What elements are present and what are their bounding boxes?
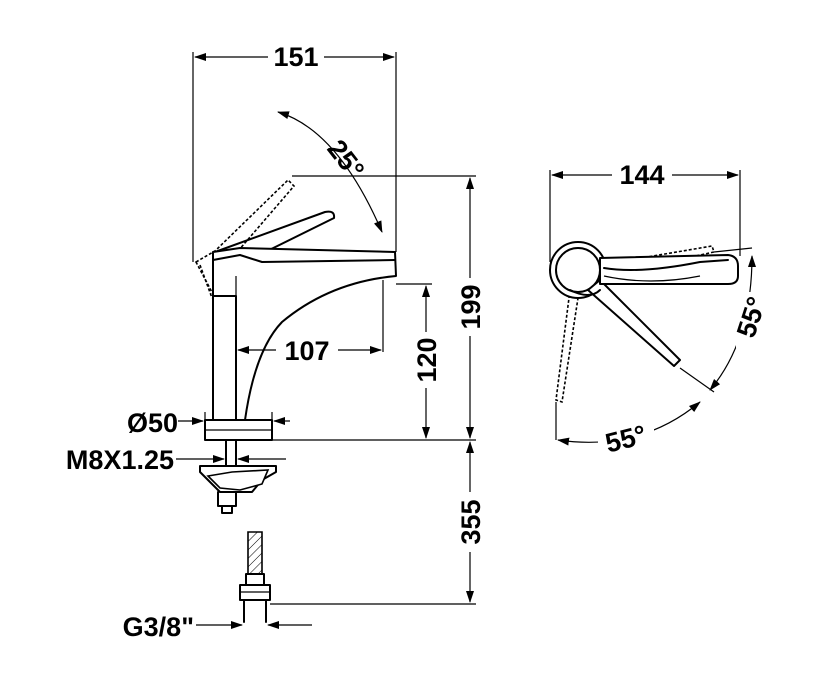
- top-handle-ghost-left: [555, 289, 579, 404]
- dimension-m8-thread: M8X1.25: [66, 445, 286, 475]
- side-view: 151 25° 199 107 120 Ø50: [66, 42, 486, 642]
- dimension-25-deg: 25°: [277, 111, 383, 233]
- dim-label-m8-thread: M8X1.25: [66, 445, 174, 475]
- dimension-151: 151: [194, 42, 395, 72]
- dimension-107: 107: [237, 336, 382, 366]
- dimension-144: 144: [551, 160, 739, 190]
- dimension-355: 355: [455, 441, 486, 603]
- dim-label-25-deg: 25°: [321, 134, 370, 185]
- faucet-body: [199, 247, 397, 514]
- dim-label-120: 120: [412, 337, 442, 382]
- dim-label-144: 144: [619, 160, 664, 190]
- dim-label-199: 199: [456, 284, 486, 329]
- dimension-55-deg-right: 55°: [709, 255, 772, 391]
- dim-label-151: 151: [273, 42, 318, 72]
- dimension-120: 120: [411, 285, 442, 439]
- dim-label-107: 107: [284, 336, 329, 366]
- side-extension-lines: [192, 52, 476, 605]
- dim-label-g38: G3/8": [123, 612, 194, 642]
- top-extension-lines: [549, 170, 753, 440]
- dim-label-355: 355: [456, 499, 486, 544]
- top-view: 144 55° 55°: [549, 160, 772, 459]
- dimension-g38: G3/8": [123, 612, 312, 642]
- dimension-diameter-50: Ø50: [127, 408, 290, 438]
- dimension-199: 199: [455, 177, 486, 439]
- flex-hose: [239, 531, 271, 623]
- dimension-55-deg-left: 55°: [557, 401, 701, 459]
- top-body: [549, 241, 739, 367]
- dim-label-diameter-50: Ø50: [127, 408, 178, 438]
